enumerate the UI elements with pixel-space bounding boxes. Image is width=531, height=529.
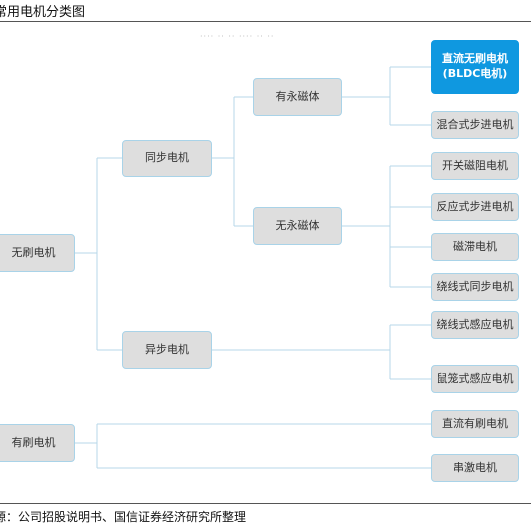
node-label: 无刷电机 xyxy=(11,245,56,259)
node-label: 绕线式感应电机 xyxy=(436,317,514,331)
node-label: 串激电机 xyxy=(453,460,497,474)
node-switched-reluctance: 开关磁阻电机 xyxy=(431,152,519,180)
source-note: 源：公司招股说明书、国信证券经济研究所整理 xyxy=(0,510,247,524)
node-brushed-motor: 有刷电机 xyxy=(0,424,75,462)
node-label-line1: 直流无刷电机 xyxy=(442,52,508,66)
connector-permanent-magnet xyxy=(342,66,431,126)
node-label: 混合式步进电机 xyxy=(436,117,514,131)
node-brushless-motor: 无刷电机 xyxy=(0,234,75,272)
node-dc-brushed: 直流有刷电机 xyxy=(431,410,519,438)
node-no-permanent-magnet: 无永磁体 xyxy=(253,207,342,245)
faint-watermark: ···· ·· ·· ···· ·· ·· xyxy=(200,32,275,41)
node-hybrid-stepper: 混合式步进电机 xyxy=(431,111,519,139)
connector-no-permanent-magnet xyxy=(342,165,431,288)
node-series-wound: 串激电机 xyxy=(431,454,519,482)
node-label: 绕线式同步电机 xyxy=(436,279,514,293)
node-label: 直流有刷电机 xyxy=(442,416,508,430)
top-rule xyxy=(0,21,531,22)
node-asynchronous-motor: 异步电机 xyxy=(122,331,212,369)
node-label: 有刷电机 xyxy=(11,435,56,449)
node-reactive-stepper: 反应式步进电机 xyxy=(431,193,519,221)
connector-brushed xyxy=(75,423,431,469)
node-label: 反应式步进电机 xyxy=(436,199,514,213)
figure-title: 常用电机分类图 xyxy=(0,5,86,20)
node-label: 鼠笼式感应电机 xyxy=(436,371,514,385)
node-bldc-motor: 直流无刷电机 (BLDC电机) xyxy=(431,40,519,94)
node-synchronous-motor: 同步电机 xyxy=(122,140,212,177)
node-label: 无永磁体 xyxy=(275,218,320,232)
connector-asynchronous xyxy=(212,324,431,380)
bottom-rule xyxy=(0,503,531,504)
connector-synchronous xyxy=(212,96,253,227)
node-hysteresis-motor: 磁滞电机 xyxy=(431,233,519,261)
node-wound-induction: 绕线式感应电机 xyxy=(431,311,519,339)
connector-brushless xyxy=(75,157,122,351)
node-squirrel-cage: 鼠笼式感应电机 xyxy=(431,365,519,393)
node-label: 有永磁体 xyxy=(275,89,320,103)
node-wound-synchronous: 绕线式同步电机 xyxy=(431,273,519,301)
node-label: 磁滞电机 xyxy=(453,239,497,253)
node-label: 异步电机 xyxy=(145,342,189,356)
node-label: 开关磁阻电机 xyxy=(442,158,508,172)
node-label-line2: (BLDC电机) xyxy=(442,67,508,80)
node-permanent-magnet: 有永磁体 xyxy=(253,78,342,116)
node-label: 同步电机 xyxy=(145,151,189,165)
